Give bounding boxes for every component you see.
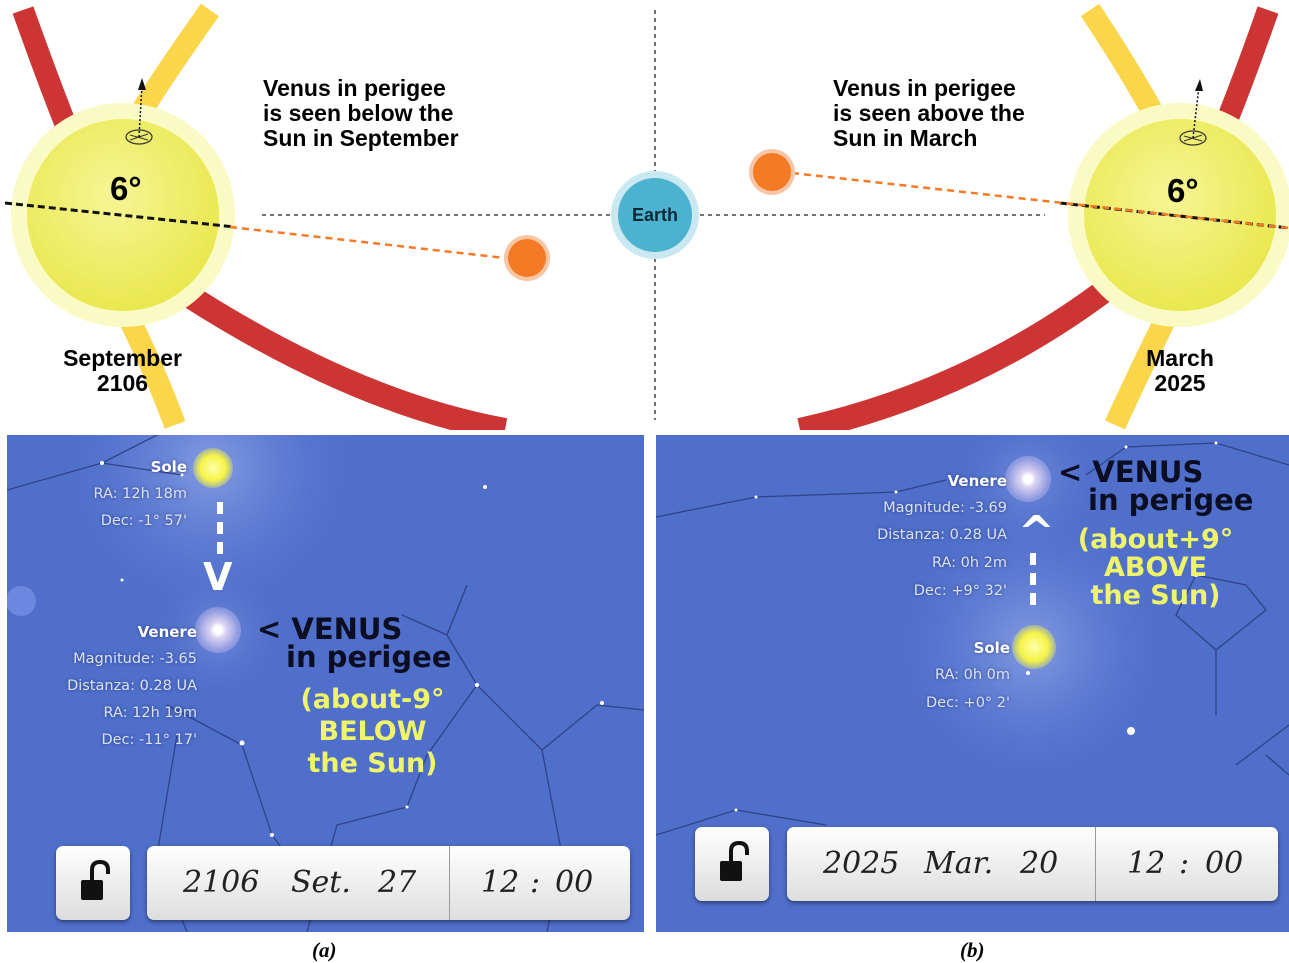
venus-magnitude-a: Magnitude: -3.65 bbox=[73, 651, 197, 667]
time-separator-b: : bbox=[1179, 846, 1190, 881]
down-arrow-head-a: V bbox=[203, 555, 233, 599]
note-a-line2: BELOW bbox=[318, 716, 427, 747]
venus-ra-b: RA: 0h 2m bbox=[931, 555, 1007, 571]
venus-distance-b: Distanza: 0.28 UA bbox=[877, 527, 1007, 543]
venus-name-b: Venere bbox=[947, 472, 1007, 490]
venus-magnitude-b: Magnitude: -3.69 bbox=[883, 500, 1007, 516]
venus-distance-a: Distanza: 0.28 UA bbox=[67, 678, 197, 694]
time-separator-a: : bbox=[530, 865, 541, 900]
venus-dec-a: Dec: -11° 17' bbox=[101, 732, 197, 748]
hour-field-a[interactable]: 12 bbox=[481, 865, 520, 900]
year-field-b[interactable]: 2025 bbox=[823, 846, 900, 881]
note-b-line3: the Sun) bbox=[1090, 580, 1221, 611]
sun-dec-a: Dec: -1° 57' bbox=[100, 513, 187, 529]
right-venus bbox=[753, 153, 791, 191]
venus-annotation-a-line1: < VENUS bbox=[257, 612, 403, 646]
note-b-line1: (about+9° bbox=[1077, 524, 1234, 555]
month-field-a[interactable]: Set. bbox=[291, 865, 351, 900]
year-field-a[interactable]: 2106 bbox=[183, 865, 260, 900]
left-pole-marker bbox=[125, 129, 153, 145]
right-pole-marker bbox=[1179, 130, 1207, 146]
month-field-b[interactable]: Mar. bbox=[924, 846, 994, 881]
earth-label: Earth bbox=[631, 205, 678, 225]
orbit-diagram bbox=[4, 3, 1289, 430]
sun-glow-b bbox=[1012, 625, 1056, 669]
date-time-bar-b[interactable]: 2025 Mar. 20 12 : 00 bbox=[787, 827, 1278, 901]
date-time-divider-b bbox=[1095, 827, 1096, 901]
sun-name-a: Sole bbox=[150, 458, 187, 476]
left-sun bbox=[27, 119, 219, 311]
caption-b: (b) bbox=[960, 938, 985, 962]
note-b-line2: ABOVE bbox=[1103, 552, 1208, 583]
earth bbox=[618, 178, 692, 252]
venus-glow-b bbox=[1005, 456, 1051, 502]
left-venus bbox=[508, 239, 546, 277]
note-a-line3: the Sun) bbox=[307, 748, 438, 779]
caption-a: (a) bbox=[312, 938, 337, 962]
venus-dec-b: Dec: +9° 32' bbox=[913, 583, 1007, 599]
minute-field-b[interactable]: 00 bbox=[1205, 846, 1244, 881]
padlock-open-icon bbox=[720, 840, 749, 881]
hour-field-b[interactable]: 12 bbox=[1127, 846, 1166, 881]
sun-name-b: Sole bbox=[973, 639, 1010, 657]
left-red-orbit-lower bbox=[143, 260, 508, 430]
faint-planet-a bbox=[7, 586, 36, 616]
venus-name-a: Venere bbox=[137, 623, 197, 641]
venus-annotation-b-line1: < VENUS bbox=[1058, 455, 1204, 489]
up-arrow-head-b: ^ bbox=[1018, 507, 1055, 558]
right-pole-arrow bbox=[1192, 85, 1200, 139]
date-time-bar-a[interactable]: 2106 Set. 27 12 : 00 bbox=[147, 846, 630, 920]
right-date-label: March 2025 bbox=[1146, 345, 1214, 396]
left-date-label: September 2106 bbox=[63, 345, 182, 396]
date-time-divider-a bbox=[449, 846, 450, 920]
left-pole-arrow bbox=[138, 84, 143, 138]
venus-glow-a bbox=[195, 607, 241, 653]
right-caption: Venus in perigee is seen above the Sun i… bbox=[833, 75, 1025, 151]
sun-ra-b: RA: 0h 0m bbox=[934, 667, 1010, 683]
venus-annotation-b-line2: in perigee bbox=[1088, 483, 1254, 517]
right-red-orbit-lower bbox=[797, 265, 1133, 430]
planetarium-panel-b: Venere Magnitude: -3.69 Distanza: 0.28 U… bbox=[656, 435, 1289, 932]
sun-glow-a bbox=[193, 448, 233, 488]
up-arrow-b bbox=[1030, 553, 1036, 611]
lock-button-b[interactable] bbox=[695, 827, 769, 901]
left-sun-tilt-line bbox=[4, 201, 236, 229]
day-field-a[interactable]: 27 bbox=[378, 865, 417, 900]
minute-field-a[interactable]: 00 bbox=[555, 865, 594, 900]
day-field-b[interactable]: 20 bbox=[1020, 846, 1059, 881]
venus-annotation-a-line2: in perigee bbox=[286, 640, 452, 674]
padlock-open-icon bbox=[81, 859, 110, 900]
right-angle-label: 6° bbox=[1167, 172, 1199, 209]
lock-button-a[interactable] bbox=[56, 846, 130, 920]
venus-ra-a: RA: 12h 19m bbox=[103, 705, 197, 721]
left-venus-orbit-line bbox=[229, 225, 506, 260]
sun-ra-a: RA: 12h 18m bbox=[93, 486, 187, 502]
left-caption: Venus in perigee is seen below the Sun i… bbox=[263, 75, 459, 151]
note-a-line1: (about-9° bbox=[300, 684, 445, 715]
down-arrow-a bbox=[217, 502, 223, 560]
left-angle-label: 6° bbox=[110, 170, 142, 207]
planetarium-panel-a: Sole RA: 12h 18m Dec: -1° 57' V Venere M… bbox=[7, 435, 644, 932]
sun-dec-b: Dec: +0° 2' bbox=[926, 695, 1010, 711]
